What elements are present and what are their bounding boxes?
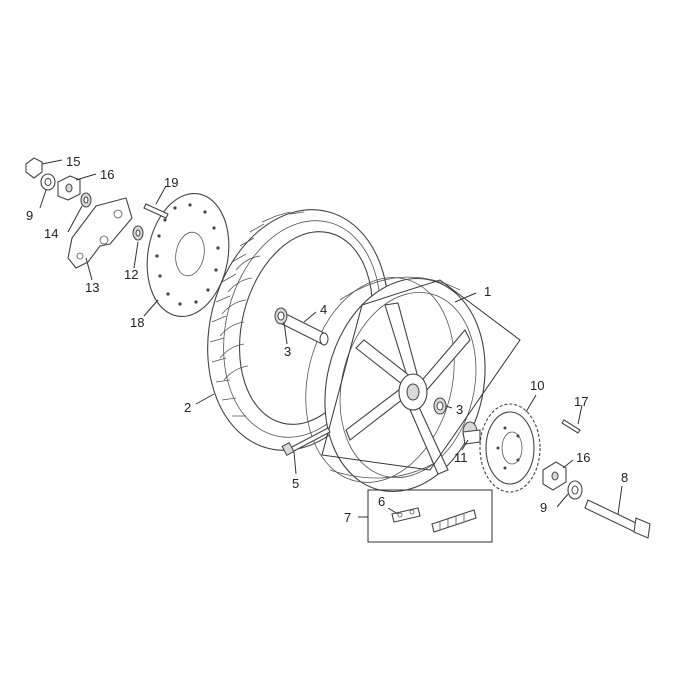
callout-9-right: 9	[540, 500, 547, 515]
bushing-14	[80, 192, 92, 208]
sprocket	[479, 403, 541, 493]
spacer-11	[462, 421, 481, 445]
screw-17	[561, 419, 581, 434]
bearing-right	[433, 397, 447, 415]
callout-1: 1	[484, 284, 491, 299]
callout-3-right: 3	[456, 402, 463, 417]
callout-12: 12	[124, 267, 138, 282]
callout-7: 7	[344, 510, 351, 525]
callout-9-left: 9	[26, 208, 33, 223]
axle	[584, 499, 651, 539]
callout-3-left: 3	[284, 344, 291, 359]
callout-14: 14	[44, 226, 58, 241]
washer-left	[40, 173, 56, 191]
screw-19	[143, 203, 169, 219]
block-nut-right	[542, 461, 567, 491]
callout-18: 18	[130, 315, 144, 330]
washer-right	[567, 480, 583, 500]
callout-6: 6	[378, 494, 385, 509]
callout-19: 19	[164, 175, 178, 190]
caliper-bracket	[67, 197, 133, 269]
callout-4: 4	[320, 302, 327, 317]
spacer-12	[132, 225, 144, 241]
callout-5: 5	[292, 476, 299, 491]
callout-8: 8	[621, 470, 628, 485]
callout-15: 15	[66, 154, 80, 169]
callout-13: 13	[85, 280, 99, 295]
callout-labels: 1 2 3 3 4 5 6 7 8 9 9 10 11 12 13 14 15 …	[26, 154, 628, 525]
bearing-left	[274, 307, 288, 325]
brake-disc	[146, 192, 230, 318]
bolt-5	[281, 427, 331, 456]
callout-10: 10	[530, 378, 544, 393]
callout-17: 17	[574, 394, 588, 409]
block-nut-left	[57, 175, 81, 201]
callout-16-left: 16	[100, 167, 114, 182]
callout-16-right: 16	[576, 450, 590, 465]
wheel-rim	[305, 276, 486, 493]
chain-kit-box	[367, 489, 493, 543]
leader-lines	[39, 159, 623, 518]
nut-15	[25, 157, 43, 179]
callout-2: 2	[184, 400, 191, 415]
callout-11: 11	[454, 450, 468, 465]
